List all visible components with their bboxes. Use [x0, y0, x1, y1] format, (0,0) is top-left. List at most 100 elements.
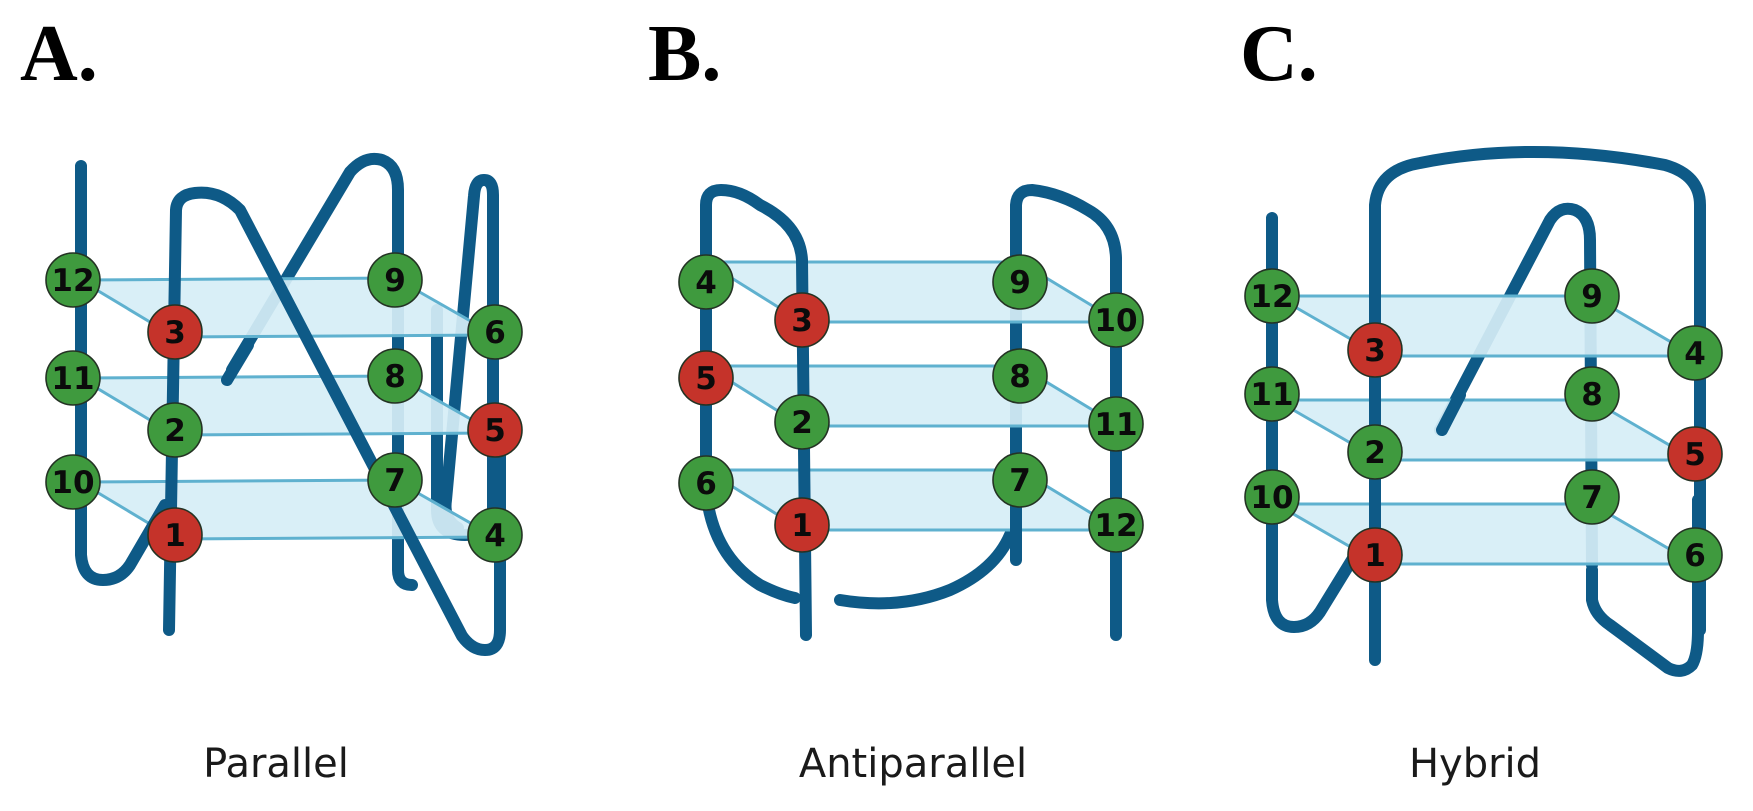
guanine-node-parallel-6 [467, 304, 523, 360]
strand-back-c [1434, 202, 1704, 677]
guanine-label-hybrid-3: 3 [1364, 333, 1386, 369]
guanine-node-hybrid-4 [1667, 325, 1723, 381]
guanine-node-parallel-7 [367, 452, 423, 508]
guanine-label-parallel-12: 12 [51, 263, 94, 299]
guanine-label-hybrid-6: 6 [1684, 538, 1706, 574]
guanine-node-parallel-10 [45, 454, 101, 510]
panel-caption-a: Parallel [203, 741, 349, 787]
panel-letter-a: A. [20, 10, 98, 98]
guanine-label-parallel-10: 10 [51, 465, 94, 501]
guanine-node-antiparallel-1 [774, 497, 830, 553]
strand-b-bottom-loop [834, 529, 1016, 610]
planes-b [704, 260, 1121, 532]
guanine-label-hybrid-4: 4 [1684, 336, 1706, 372]
nodes-c: 12 3 9 4 11 2 8 5 10 1 7 6 [1244, 268, 1723, 583]
strand-a-leftcol [75, 160, 171, 586]
guanine-label-antiparallel-9: 9 [1009, 265, 1031, 301]
plane-b-mid [704, 364, 1121, 428]
planes-a [78, 276, 497, 541]
guanine-label-parallel-3: 3 [164, 315, 186, 351]
plane-c-top [1274, 294, 1697, 358]
guanine-node-parallel-1 [147, 507, 203, 563]
guanine-node-hybrid-2 [1347, 424, 1403, 480]
guanine-node-hybrid-11 [1244, 366, 1300, 422]
guanine-node-antiparallel-11 [1088, 396, 1144, 452]
guanine-label-antiparallel-5: 5 [695, 361, 717, 397]
panel-caption-c: Hybrid [1409, 741, 1541, 787]
guanine-node-parallel-5 [467, 402, 523, 458]
guanine-node-parallel-11 [45, 350, 101, 406]
guanine-node-antiparallel-8 [992, 348, 1048, 404]
guanine-label-antiparallel-10: 10 [1094, 303, 1137, 339]
guanine-label-parallel-8: 8 [384, 359, 406, 395]
guanine-node-antiparallel-9 [992, 254, 1048, 310]
guanine-label-hybrid-1: 1 [1364, 538, 1386, 574]
guanine-node-antiparallel-2 [774, 394, 830, 450]
guanine-node-hybrid-8 [1564, 366, 1620, 422]
guanine-label-parallel-1: 1 [164, 518, 186, 554]
panel-letter-c: C. [1240, 10, 1318, 98]
guanine-label-hybrid-9: 9 [1581, 279, 1603, 315]
plane-c-bot [1274, 502, 1697, 566]
guanine-label-parallel-5: 5 [484, 413, 506, 449]
guanine-node-hybrid-3 [1347, 322, 1403, 378]
strand-b-right-loop [1010, 184, 1122, 641]
guanine-node-parallel-4 [467, 507, 523, 563]
guanine-node-parallel-12 [45, 252, 101, 308]
panel-parallel: A. 12 3 9 6 11 2 8 5 10 1 7 4 Parallel [20, 10, 523, 787]
guanine-node-parallel-8 [367, 348, 423, 404]
guanine-label-hybrid-12: 12 [1250, 279, 1293, 315]
plane-b-top [704, 260, 1121, 324]
strand-c-inner-front [1436, 389, 1466, 436]
guanine-node-hybrid-9 [1564, 268, 1620, 324]
guanine-label-antiparallel-7: 7 [1009, 463, 1031, 499]
panel-letter-b: B. [648, 10, 721, 98]
guanine-label-hybrid-10: 10 [1250, 480, 1293, 516]
strand-front-a [75, 160, 506, 656]
guanine-node-antiparallel-4 [678, 254, 734, 310]
guanine-node-parallel-3 [147, 304, 203, 360]
guanine-label-hybrid-7: 7 [1581, 480, 1603, 516]
strand-loop-a-mid [226, 152, 418, 591]
guanine-label-parallel-4: 4 [484, 518, 506, 554]
guanine-node-antiparallel-10 [1088, 292, 1144, 348]
strand-back-b [834, 184, 1122, 641]
guanine-label-parallel-6: 6 [484, 315, 506, 351]
strand-front-c [1266, 146, 1706, 666]
guanine-label-antiparallel-6: 6 [695, 466, 717, 502]
guanine-label-antiparallel-4: 4 [695, 265, 717, 301]
strand-a-mid-front [221, 339, 254, 386]
guanine-label-parallel-7: 7 [384, 463, 406, 499]
strand-c-inner-loop [1434, 202, 1598, 571]
panel-caption-b: Antiparallel [799, 741, 1027, 787]
guanine-node-antiparallel-7 [992, 452, 1048, 508]
guanine-label-hybrid-11: 11 [1250, 377, 1293, 413]
plane-c-mid [1274, 398, 1697, 462]
plane-b-bot [704, 468, 1121, 532]
guanine-node-hybrid-10 [1244, 469, 1300, 525]
guanine-node-hybrid-6 [1667, 527, 1723, 583]
guanine-node-hybrid-7 [1564, 469, 1620, 525]
guanine-node-antiparallel-3 [774, 292, 830, 348]
guanine-label-antiparallel-3: 3 [791, 303, 813, 339]
planes-c [1274, 294, 1697, 566]
strand-c-leftcol [1266, 212, 1361, 633]
guanine-node-hybrid-5 [1667, 426, 1723, 482]
guanine-label-parallel-9: 9 [384, 263, 406, 299]
guanine-label-parallel-11: 11 [51, 361, 94, 397]
strand-b-leftcol-low [700, 254, 801, 604]
guanine-label-parallel-2: 2 [164, 413, 186, 449]
strand-c-top-arch [1369, 146, 1706, 666]
guanine-label-antiparallel-8: 8 [1009, 359, 1031, 395]
nodes-a: 12 3 9 6 11 2 8 5 10 1 7 4 [45, 252, 523, 563]
guanine-label-antiparallel-12: 12 [1094, 508, 1137, 544]
guanine-node-hybrid-12 [1244, 268, 1300, 324]
guanine-label-antiparallel-2: 2 [791, 405, 813, 441]
guanine-label-hybrid-8: 8 [1581, 377, 1603, 413]
guanine-label-hybrid-2: 2 [1364, 435, 1386, 471]
guanine-node-parallel-2 [147, 402, 203, 458]
guanine-node-antiparallel-5 [678, 350, 734, 406]
guanine-label-hybrid-5: 5 [1684, 437, 1706, 473]
